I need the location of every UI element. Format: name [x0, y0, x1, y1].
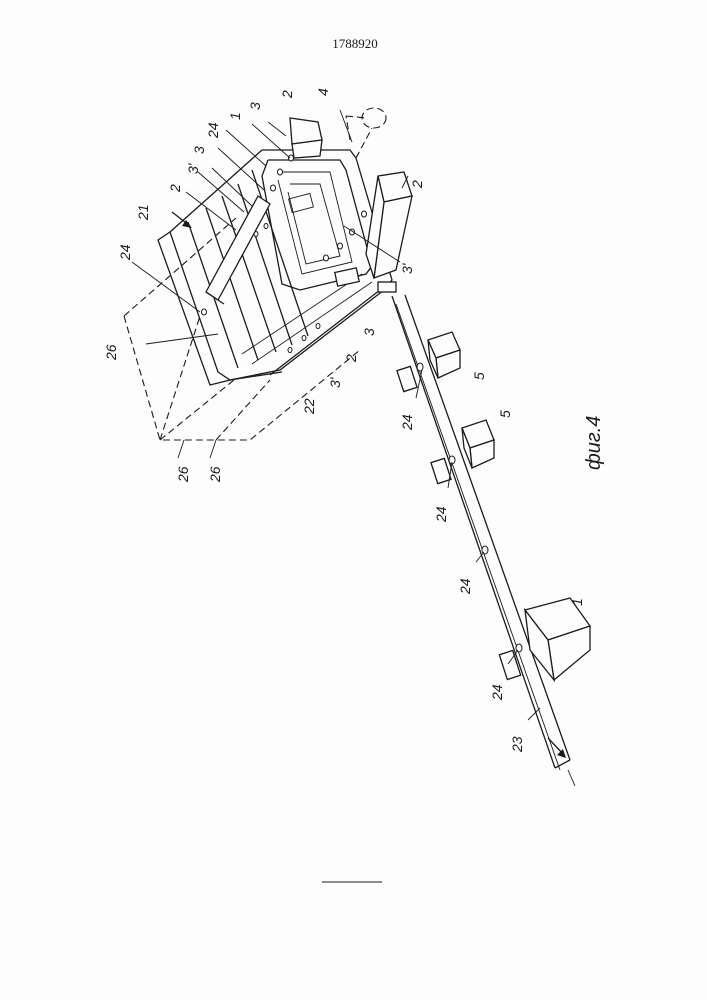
label-23: 23: [509, 736, 525, 753]
label-2-lower: 2: [343, 354, 359, 363]
label-26-bottom-b: 26: [207, 466, 223, 483]
leader-lines: [132, 110, 540, 720]
core-assembly: [158, 150, 392, 385]
label-24-left: 24: [117, 244, 133, 261]
label-24-strip-4: 24: [489, 684, 505, 701]
label-3-lower: 3: [361, 328, 377, 336]
label-26-left: 26: [103, 344, 119, 361]
label-22: 22: [301, 398, 317, 415]
label-26-bottom-a: 26: [175, 466, 191, 483]
label-4: 4: [315, 88, 331, 96]
block-2-top: [290, 118, 322, 158]
block-2-right: [366, 172, 412, 278]
label-24-strip-3: 24: [457, 578, 473, 595]
label-2-top: 2: [279, 90, 295, 99]
block-5-lower: [462, 420, 494, 468]
label-3-second: 3: [191, 146, 207, 154]
label-24-strip-2: 24: [433, 506, 449, 523]
label-21: 21: [135, 204, 151, 221]
label-3prime-lower: 3': [327, 376, 343, 388]
label-5-upper: 5: [471, 372, 487, 380]
label-3-top: 3: [247, 102, 263, 110]
label-2-left: 2: [167, 184, 183, 193]
label-1-lower: 1: [569, 598, 585, 606]
figure-caption: фиг.4: [583, 416, 605, 470]
label-1-top: 1: [227, 112, 243, 120]
label-24-top: 24: [205, 122, 221, 139]
label-5-lower: 5: [497, 410, 513, 418]
patent-number: 1788920: [332, 36, 378, 51]
label-24-strip-1: 24: [399, 414, 415, 431]
block-1-lower: [525, 598, 590, 680]
label-3prime-right: 3': [399, 262, 415, 274]
label-3prime-top: 3': [185, 162, 201, 174]
block-5-upper: [428, 332, 460, 378]
label-2-right: 2: [409, 180, 425, 189]
